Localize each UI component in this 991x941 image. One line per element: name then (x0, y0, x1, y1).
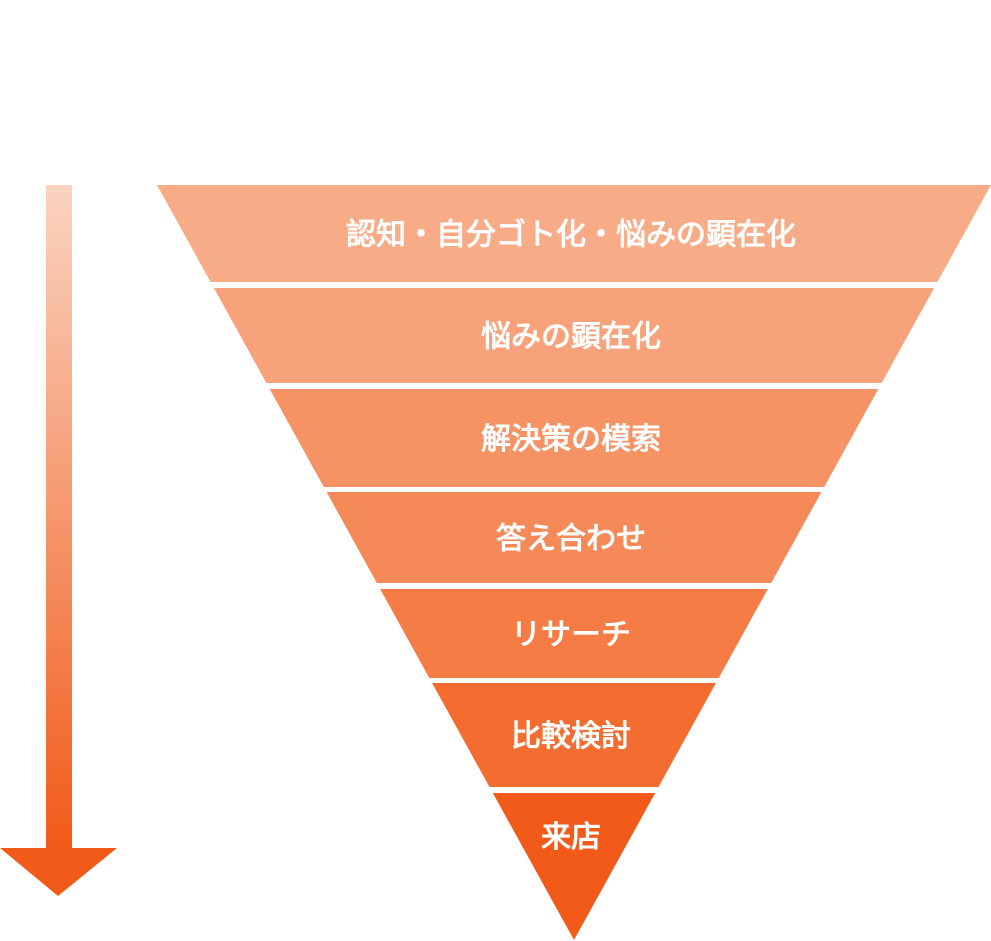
funnel-band (492, 793, 656, 940)
arrow-shaft (46, 185, 72, 850)
funnel-stage: 悩みの顕在化 (213, 288, 935, 383)
funnel-stage: 来店 (492, 793, 656, 940)
funnel-band (157, 185, 991, 282)
funnel-band (326, 492, 822, 583)
funnel-stage-label: 来店 (541, 820, 601, 855)
funnel-band (380, 589, 768, 678)
funnel-stage-label: 比較検討 (511, 719, 631, 754)
funnel-stage-label: リサーチ (511, 618, 631, 653)
funnel-stage-label: 解決策の模索 (481, 422, 661, 457)
funnel-stage-label: 認知・自分ゴト化・悩みの顕在化 (346, 218, 796, 253)
funnel-band (269, 389, 879, 487)
funnel-stage: リサーチ (380, 589, 768, 678)
funnel-stage: 比較検討 (432, 683, 716, 787)
funnel-stage: 答え合わせ (326, 492, 822, 583)
funnel-band (432, 683, 716, 787)
arrow-head (0, 848, 117, 896)
arrow-down-icon (0, 185, 117, 896)
funnel-stage: 認知・自分ゴト化・悩みの顕在化 (157, 185, 991, 282)
funnel-stage-label: 答え合わせ (496, 522, 646, 557)
funnel-stage: 解決策の模索 (269, 389, 879, 487)
funnel-band (213, 288, 935, 383)
funnel-stage-label: 悩みの顕在化 (481, 320, 661, 355)
